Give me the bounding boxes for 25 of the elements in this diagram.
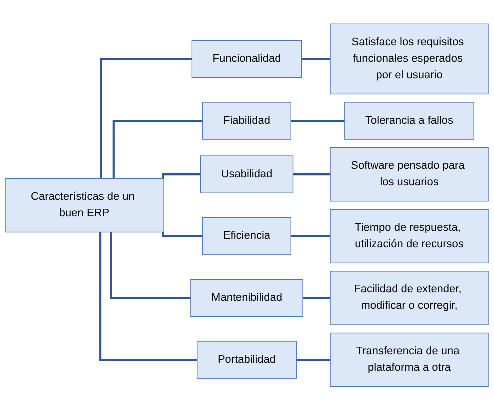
node-box: Portabilidad bbox=[197, 341, 297, 379]
node-box: Transferencia de una plataforma a otra bbox=[330, 332, 489, 388]
connector bbox=[300, 58, 331, 60]
connector bbox=[100, 58, 192, 179]
node-box: Tiempo de respuesta, utilización de recursos bbox=[330, 209, 489, 264]
connector bbox=[100, 232, 198, 362]
node-box: Usabilidad bbox=[200, 156, 294, 194]
node-box: Características de un buen ERP bbox=[5, 178, 164, 233]
node-box: Eficiencia bbox=[202, 218, 292, 256]
connector bbox=[162, 174, 201, 180]
connector bbox=[162, 232, 203, 238]
node-box: Mantenibilidad bbox=[190, 279, 304, 318]
node-box: Funcionalidad bbox=[192, 40, 302, 78]
node-box: Software pensado para los usuarios bbox=[330, 147, 489, 202]
node-box: Facilidad de extender, modificar o corregir, bbox=[330, 271, 489, 326]
connector bbox=[296, 359, 331, 362]
connector bbox=[112, 120, 203, 179]
connector bbox=[290, 120, 345, 122]
node-box: Fiabilidad bbox=[202, 102, 292, 140]
node-box: Satisface los requisitos funcionales esperados por el usuario bbox=[330, 24, 489, 95]
connector bbox=[292, 174, 331, 176]
connector bbox=[302, 297, 331, 300]
connector bbox=[110, 232, 191, 300]
node-box: Tolerancia a fallos bbox=[344, 102, 474, 140]
connector bbox=[290, 235, 331, 238]
